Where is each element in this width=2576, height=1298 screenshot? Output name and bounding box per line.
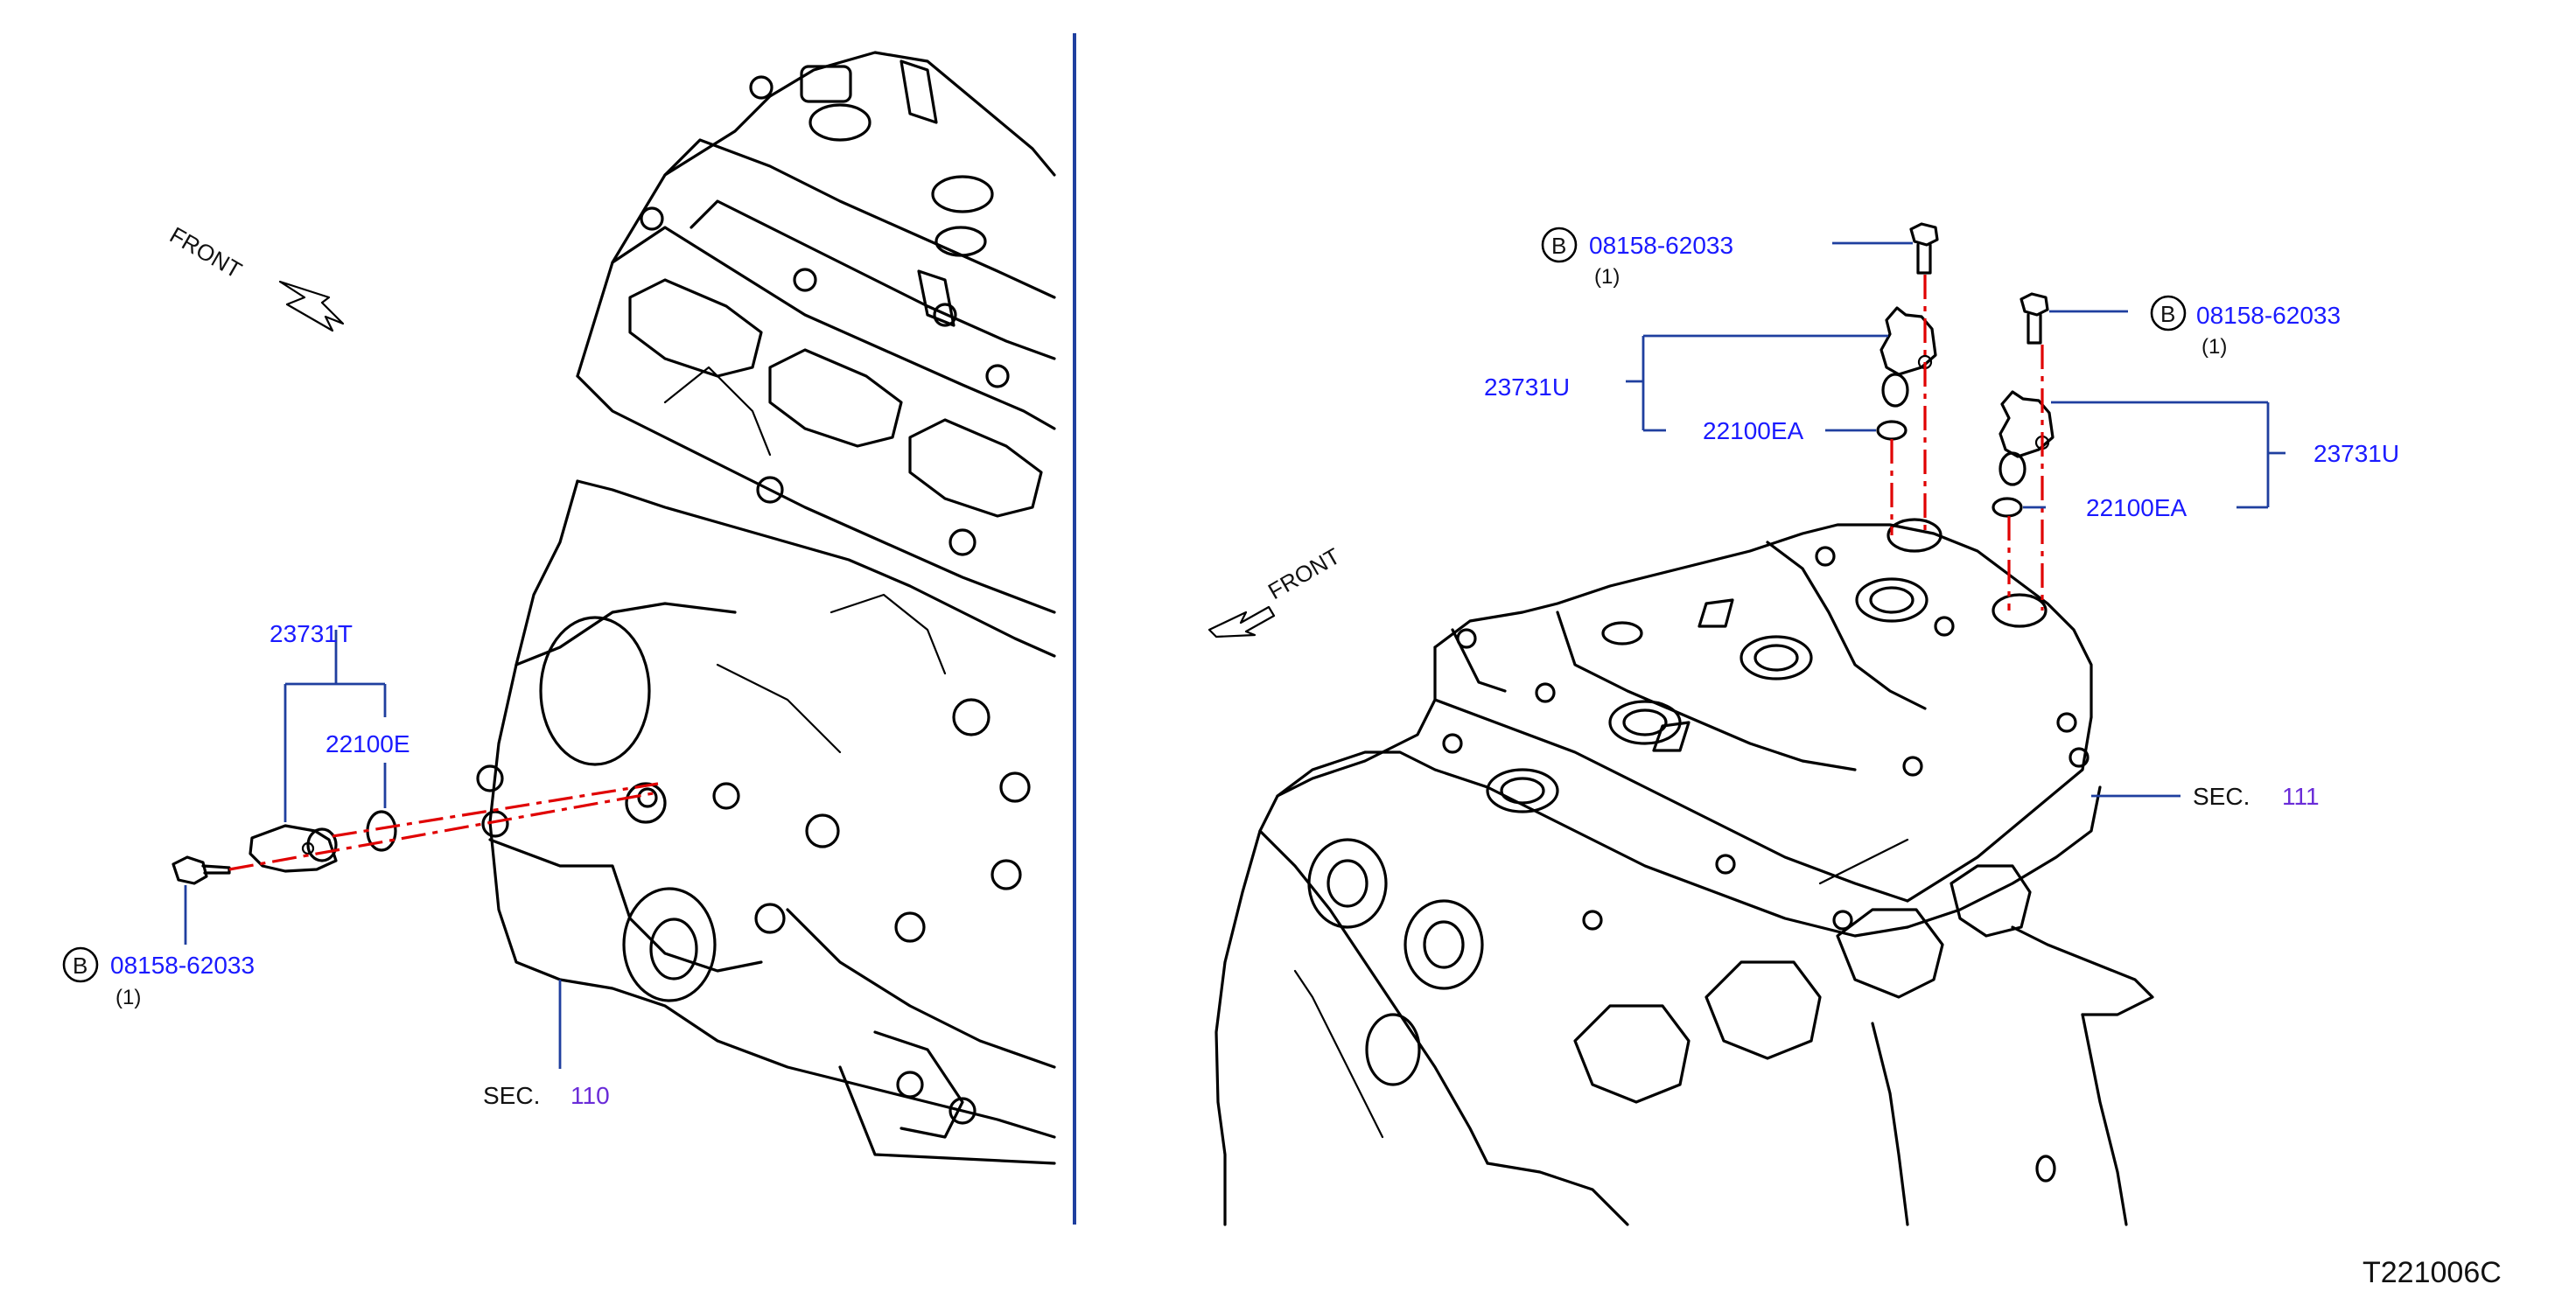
left-front-indicator: FRONT [165, 221, 345, 332]
right-front-arrow-icon [1208, 605, 1276, 639]
right-front-indicator: FRONT [1208, 542, 1345, 639]
left-section-ref: SEC. 110 [483, 1082, 610, 1109]
right-leaders [1626, 241, 2286, 798]
left-bolt-icon [172, 855, 231, 885]
right-bolt-right-circle-icon [2150, 295, 2187, 331]
right-bolt-left-icon [1909, 222, 1939, 275]
left-sensor-assembly [172, 782, 659, 885]
left-front-arrow-icon [278, 280, 345, 332]
right-section-ref: SEC. 111 [2193, 783, 2320, 810]
left-bolt-qty: (1) [116, 986, 141, 1009]
right-bolt-right-icon [2020, 292, 2049, 345]
left-section-number[interactable]: 110 [570, 1082, 610, 1109]
left-oring-part-number[interactable]: 22100E [326, 730, 410, 757]
left-bolt-part-number[interactable]: 08158-62033 [110, 952, 255, 979]
right-sensor-left-part-number[interactable]: 23731U [1484, 373, 1570, 401]
right-bolt-left-qty: (1) [1594, 265, 1620, 289]
right-oring-right-part-number[interactable]: 22100EA [2086, 494, 2188, 521]
right-sensor-right-part-number[interactable]: 23731U [2314, 440, 2399, 467]
right-oring-right-icon [1992, 497, 2023, 518]
left-section-prefix: SEC. [483, 1082, 540, 1109]
left-sensor-icon [248, 824, 338, 873]
diagram-code: T221006C [2362, 1256, 2502, 1289]
right-sensor-left-icon [1880, 306, 1937, 408]
right-bolt-right-callout: B 08158-62033 (1) [2150, 295, 2341, 359]
left-bolt-circle-icon [62, 946, 99, 983]
right-bolt-left-circle-letter: B [1551, 233, 1566, 259]
right-bolt-left-callout: B 08158-62033 (1) [1541, 227, 1733, 289]
left-leaders [184, 630, 562, 1069]
right-front-label: FRONT [1264, 542, 1345, 604]
left-bolt-callout: B 08158-62033 (1) [62, 946, 255, 1009]
left-front-label: FRONT [165, 221, 247, 283]
right-section-prefix: SEC. [2193, 783, 2250, 810]
left-alignment-line-1 [228, 791, 659, 871]
right-sensor-right-icon [1998, 390, 2054, 486]
left-alignment-line-2 [332, 782, 659, 838]
right-sensor-right-assembly [1992, 292, 2054, 611]
right-bolt-right-qty: (1) [2202, 335, 2227, 359]
right-bolt-right-part-number[interactable]: 08158-62033 [2196, 302, 2341, 329]
right-bolt-left-part-number[interactable]: 08158-62033 [1589, 232, 1733, 259]
left-engine-illustration [476, 51, 1056, 1165]
right-oring-left-part-number[interactable]: 22100EA [1703, 417, 1804, 444]
right-oring-left-icon [1876, 420, 1908, 441]
right-bolt-left-circle-icon [1541, 227, 1578, 263]
right-sensor-left-assembly [1876, 222, 1939, 535]
left-sensor-part-number[interactable]: 23731T [270, 620, 353, 647]
right-bolt-right-circle-letter: B [2160, 301, 2175, 327]
right-engine-illustration [1214, 518, 2154, 1226]
right-section-number[interactable]: 111 [2282, 783, 2320, 810]
left-bolt-circle-letter: B [73, 953, 88, 979]
